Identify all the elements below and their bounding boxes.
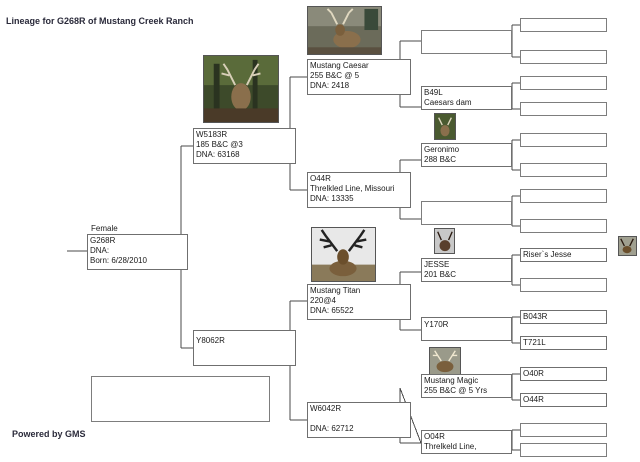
g4-box-b043r[interactable]: B043R bbox=[520, 310, 607, 324]
sire-sire-card[interactable]: Mustang Caesar 255 B&C @ 5 DNA: 2418 bbox=[307, 59, 411, 95]
o04r-line: Threlkeld Line, bbox=[424, 442, 477, 451]
caesar-dam-note: Caesars dam bbox=[424, 98, 472, 107]
sire-deer-photo bbox=[203, 55, 279, 123]
dam-sire-score: 220@4 bbox=[310, 296, 336, 305]
t721l-id: T721L bbox=[523, 338, 546, 347]
subject-born: Born: 6/28/2010 bbox=[90, 256, 147, 265]
sire-sire-name: Mustang Caesar bbox=[310, 61, 369, 70]
g4-box-o40r[interactable]: O40R bbox=[520, 367, 607, 381]
g3-box-caesar-sire[interactable] bbox=[421, 30, 512, 54]
dam-dam-id: W6042R bbox=[310, 404, 342, 413]
mustang-magic-deer-photo bbox=[429, 347, 461, 375]
mustang-magic-score: 255 B&C @ 5 Yrs bbox=[424, 386, 488, 395]
dam-sire-dna: DNA: 65522 bbox=[310, 306, 354, 315]
o04r-id: O04R bbox=[424, 432, 445, 441]
g4-box-8[interactable] bbox=[520, 219, 607, 233]
subject-dna: DNA: bbox=[90, 246, 110, 255]
sire-dam-card[interactable]: O44R Threlkled Line, Missouri DNA: 13335 bbox=[307, 172, 411, 208]
dam-dam-card[interactable]: W6042R DNA: 62712 bbox=[307, 402, 411, 438]
sire-dam-line: Threlkled Line, Missouri bbox=[310, 184, 395, 193]
g4-box-7[interactable] bbox=[520, 189, 607, 203]
b043r-id: B043R bbox=[523, 312, 548, 321]
g3-box-mustang-magic[interactable]: Mustang Magic 255 B&C @ 5 Yrs bbox=[421, 374, 512, 398]
g4-box-16[interactable] bbox=[520, 443, 607, 457]
mustang-magic-name: Mustang Magic bbox=[424, 376, 479, 385]
sire-dam-id: O44R bbox=[310, 174, 331, 183]
g3-box-geronimo[interactable]: Geronimo 288 B&C bbox=[421, 143, 512, 167]
g4-box-3[interactable] bbox=[520, 76, 607, 90]
sire-score: 185 B&C @3 bbox=[196, 140, 243, 149]
g4-box-t721l[interactable]: T721L bbox=[520, 336, 607, 350]
subject-sex-label: Female bbox=[91, 224, 118, 233]
subject-card[interactable]: G268R DNA: Born: 6/28/2010 bbox=[87, 234, 188, 270]
sire-id: W5183R bbox=[196, 130, 228, 139]
sire-sire-dna: DNA: 2418 bbox=[310, 81, 350, 90]
g3-box-caesar-dam[interactable]: B49L Caesars dam bbox=[421, 86, 512, 110]
jesse-name: JESSE bbox=[424, 260, 450, 269]
g4-box-2[interactable] bbox=[520, 50, 607, 64]
g4-box-o44r[interactable]: O44R bbox=[520, 393, 607, 407]
dam-dam-dna: DNA: 62712 bbox=[310, 424, 354, 433]
sire-sire-deer-photo bbox=[307, 6, 382, 55]
sire-sire-score: 255 B&C @ 5 bbox=[310, 71, 360, 80]
jesse-score: 201 B&C bbox=[424, 270, 457, 279]
y170r-id: Y170R bbox=[424, 320, 449, 329]
caesar-dam-id: B49L bbox=[424, 88, 443, 97]
risers-jesse-deer-photo bbox=[618, 236, 637, 256]
g4-box-6[interactable] bbox=[520, 163, 607, 177]
g3-box-jesse[interactable]: JESSE 201 B&C bbox=[421, 258, 512, 282]
sire-card[interactable]: W5183R 185 B&C @3 DNA: 63168 bbox=[193, 128, 296, 164]
geronimo-deer-photo bbox=[434, 113, 456, 140]
sire-dam-dna: DNA: 13335 bbox=[310, 194, 354, 203]
dam-sire-deer-photo bbox=[311, 227, 376, 282]
g4-box-4[interactable] bbox=[520, 102, 607, 116]
g4-box-5[interactable] bbox=[520, 133, 607, 147]
g4-box-1[interactable] bbox=[520, 18, 607, 32]
g3-box-o04r[interactable]: O04R Threlkeld Line, bbox=[421, 430, 512, 454]
sire-dna: DNA: 63168 bbox=[196, 150, 240, 159]
dam-id: Y8062R bbox=[196, 336, 225, 345]
notes-box[interactable] bbox=[91, 376, 270, 422]
o44r-id: O44R bbox=[523, 395, 544, 404]
dam-sire-name: Mustang Titan bbox=[310, 286, 361, 295]
geronimo-name: Geronimo bbox=[424, 145, 460, 154]
dam-sire-card[interactable]: Mustang Titan 220@4 DNA: 65522 bbox=[307, 284, 411, 320]
jesse-deer-photo bbox=[434, 228, 455, 254]
g4-box-15[interactable] bbox=[520, 423, 607, 437]
dam-card[interactable]: Y8062R bbox=[193, 330, 296, 366]
powered-by-footer: Powered by GMS bbox=[12, 429, 86, 439]
g4-box-risers-jesse[interactable]: Riser`s Jesse bbox=[520, 248, 607, 262]
dam-dam-note bbox=[310, 414, 408, 424]
g3-box-o44r-dam[interactable] bbox=[421, 201, 512, 225]
page-title: Lineage for G268R of Mustang Creek Ranch bbox=[6, 16, 194, 26]
o40r-id: O40R bbox=[523, 369, 544, 378]
geronimo-score: 288 B&C bbox=[424, 155, 457, 164]
subject-id: G268R bbox=[90, 236, 116, 245]
g3-box-y170r[interactable]: Y170R bbox=[421, 317, 512, 341]
risers-jesse-name: Riser`s Jesse bbox=[523, 250, 572, 259]
g4-box-10[interactable] bbox=[520, 278, 607, 292]
